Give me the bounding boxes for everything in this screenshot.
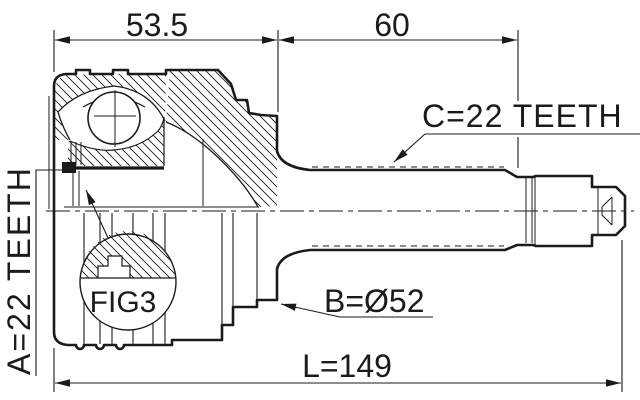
fig3-label: FIG3 — [90, 286, 157, 319]
ball-bearing — [87, 90, 141, 147]
fig3-groove-profile — [97, 255, 131, 278]
stub-shaft-details — [312, 166, 613, 247]
hatch-inner-race — [68, 117, 164, 166]
bell-inner-wall — [165, 121, 259, 208]
hatch-bell-wall — [166, 70, 277, 207]
joint-section-hatching — [54, 70, 277, 207]
label-body-diameter: B=Ø52 — [324, 283, 425, 319]
dimension-lines — [53, 30, 623, 392]
label-inner-spline: A=22 TEETH — [1, 166, 37, 375]
dim-joint-width: 53.5 — [126, 7, 188, 43]
dim-overall-length: L=149 — [302, 348, 392, 384]
c-label-leader — [393, 133, 426, 163]
inner-race-surface — [69, 116, 165, 166]
a-label-leader — [35, 169, 62, 376]
fig3-leader — [85, 189, 109, 239]
b-label-leader — [280, 303, 433, 318]
label-leaders — [35, 133, 640, 376]
fig3-hatch-detail — [81, 231, 175, 278]
joint-outline — [52, 68, 627, 351]
ball-track-arc — [57, 85, 166, 141]
tip-chamfer-marks — [601, 196, 613, 226]
joint-section-lines — [48, 85, 259, 209]
snap-ring-mark — [62, 162, 76, 173]
hatch-outer-wall-left — [54, 73, 166, 140]
fig3-detail-balloon: FIG3 — [79, 189, 177, 331]
dim-shaft-length: 60 — [374, 7, 410, 43]
label-outer-spline: C=22 TEETH — [422, 98, 623, 134]
